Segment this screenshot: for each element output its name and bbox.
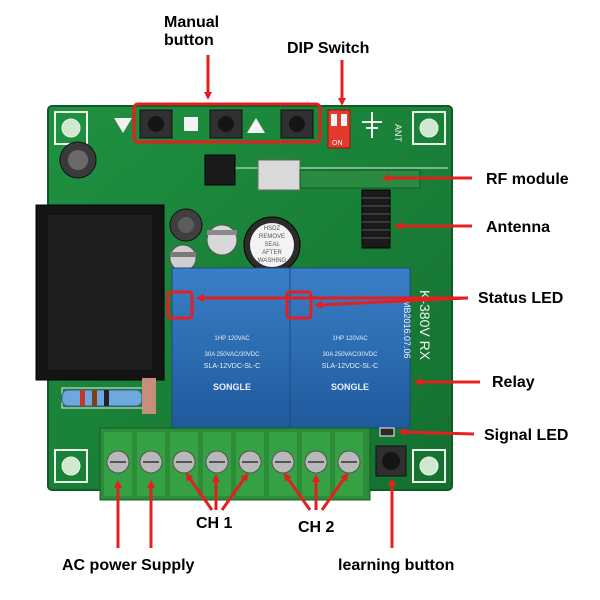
relay-brand: SONGLE xyxy=(213,382,251,392)
ac-power-supply-label: AC power Supply xyxy=(62,557,195,574)
relay-label: Relay xyxy=(492,374,535,391)
signal-led-label: Signal LED xyxy=(484,427,569,444)
arrow-ch1 xyxy=(220,472,249,511)
board-date-print: MB2016.07.06 xyxy=(402,300,412,359)
manual-button-group xyxy=(139,109,314,139)
buzzer-text: SEAL xyxy=(264,242,280,248)
resistor xyxy=(61,389,143,407)
relay-model: SLA-12VDC-SL-C xyxy=(322,363,378,370)
callout-arrows xyxy=(114,55,480,548)
down-triangle-icon xyxy=(114,118,132,133)
manual-button-label: Manual button xyxy=(164,14,219,50)
manual-button[interactable] xyxy=(139,109,173,139)
rf-module-label: RF module xyxy=(486,171,569,188)
arrow-ch2 xyxy=(320,472,349,511)
terminal-screw xyxy=(203,432,231,496)
callout-highlights xyxy=(132,102,322,320)
relay-brand: SONGLE xyxy=(331,382,369,392)
capacitor xyxy=(169,244,197,272)
capacitor xyxy=(59,141,97,179)
terminal-block xyxy=(99,427,371,501)
square-icon xyxy=(184,117,198,131)
buzzer: HSDZ REMOVE SEAL AFTER WASHING xyxy=(243,216,301,274)
learning-button-label: learning button xyxy=(338,557,455,574)
buzzer-text: HSDZ xyxy=(264,226,281,232)
rf-module xyxy=(257,159,421,191)
arrow-signal-led xyxy=(398,428,475,437)
ch1-label: CH 1 xyxy=(196,515,233,532)
status-led-highlight xyxy=(285,290,313,320)
buzzer-text: WASHING xyxy=(258,258,287,264)
inductor xyxy=(204,154,236,186)
silkscreen-symbols xyxy=(114,117,265,133)
ant-print: ANT xyxy=(393,124,403,143)
relay-rating: 30A 250VAC/30VDC xyxy=(205,352,261,358)
arrow-ch1 xyxy=(185,472,214,511)
mounting-hole xyxy=(54,449,88,483)
manual-button[interactable] xyxy=(209,109,243,139)
manual-button-label-line1: Manual xyxy=(164,14,220,31)
relay-power: 1HP 120VAC xyxy=(214,336,250,342)
status-led-label: Status LED xyxy=(478,290,564,307)
manual-button-label-line2: button xyxy=(164,32,214,49)
status-led-highlight xyxy=(166,290,194,320)
manual-button[interactable] xyxy=(280,109,314,139)
fuse xyxy=(142,378,156,414)
signal-led xyxy=(379,427,395,437)
terminal-screw xyxy=(104,432,132,496)
board-model-print: K-380V RX xyxy=(417,290,433,361)
dip-switch-label: DIP Switch xyxy=(287,40,370,57)
manual-button-highlight xyxy=(132,102,322,144)
up-triangle-icon xyxy=(247,118,265,133)
mounting-hole xyxy=(412,111,446,145)
relay-power: 1HP 120VAC xyxy=(332,336,368,342)
dip-switch[interactable]: ON xyxy=(327,109,351,149)
buzzer-text: AFTER xyxy=(262,250,282,256)
antenna-coil xyxy=(361,189,391,249)
relay-rating: 30A 250VAC/30VDC xyxy=(323,352,379,358)
arrow-status-led xyxy=(314,296,469,309)
dip-on-text: ON xyxy=(332,140,343,147)
learning-button[interactable] xyxy=(375,445,407,477)
arrow-ch2 xyxy=(283,472,312,511)
capacitor xyxy=(169,208,203,242)
relay-model: SLA-12VDC-SL-C xyxy=(204,363,260,370)
mounting-hole xyxy=(412,449,446,483)
ch2-label: CH 2 xyxy=(298,519,335,536)
antenna-label: Antenna xyxy=(486,219,550,236)
buzzer-text: REMOVE xyxy=(259,234,285,240)
transformer xyxy=(35,204,165,381)
antenna-symbol-icon: ANT xyxy=(362,112,403,143)
capacitor xyxy=(206,224,238,256)
